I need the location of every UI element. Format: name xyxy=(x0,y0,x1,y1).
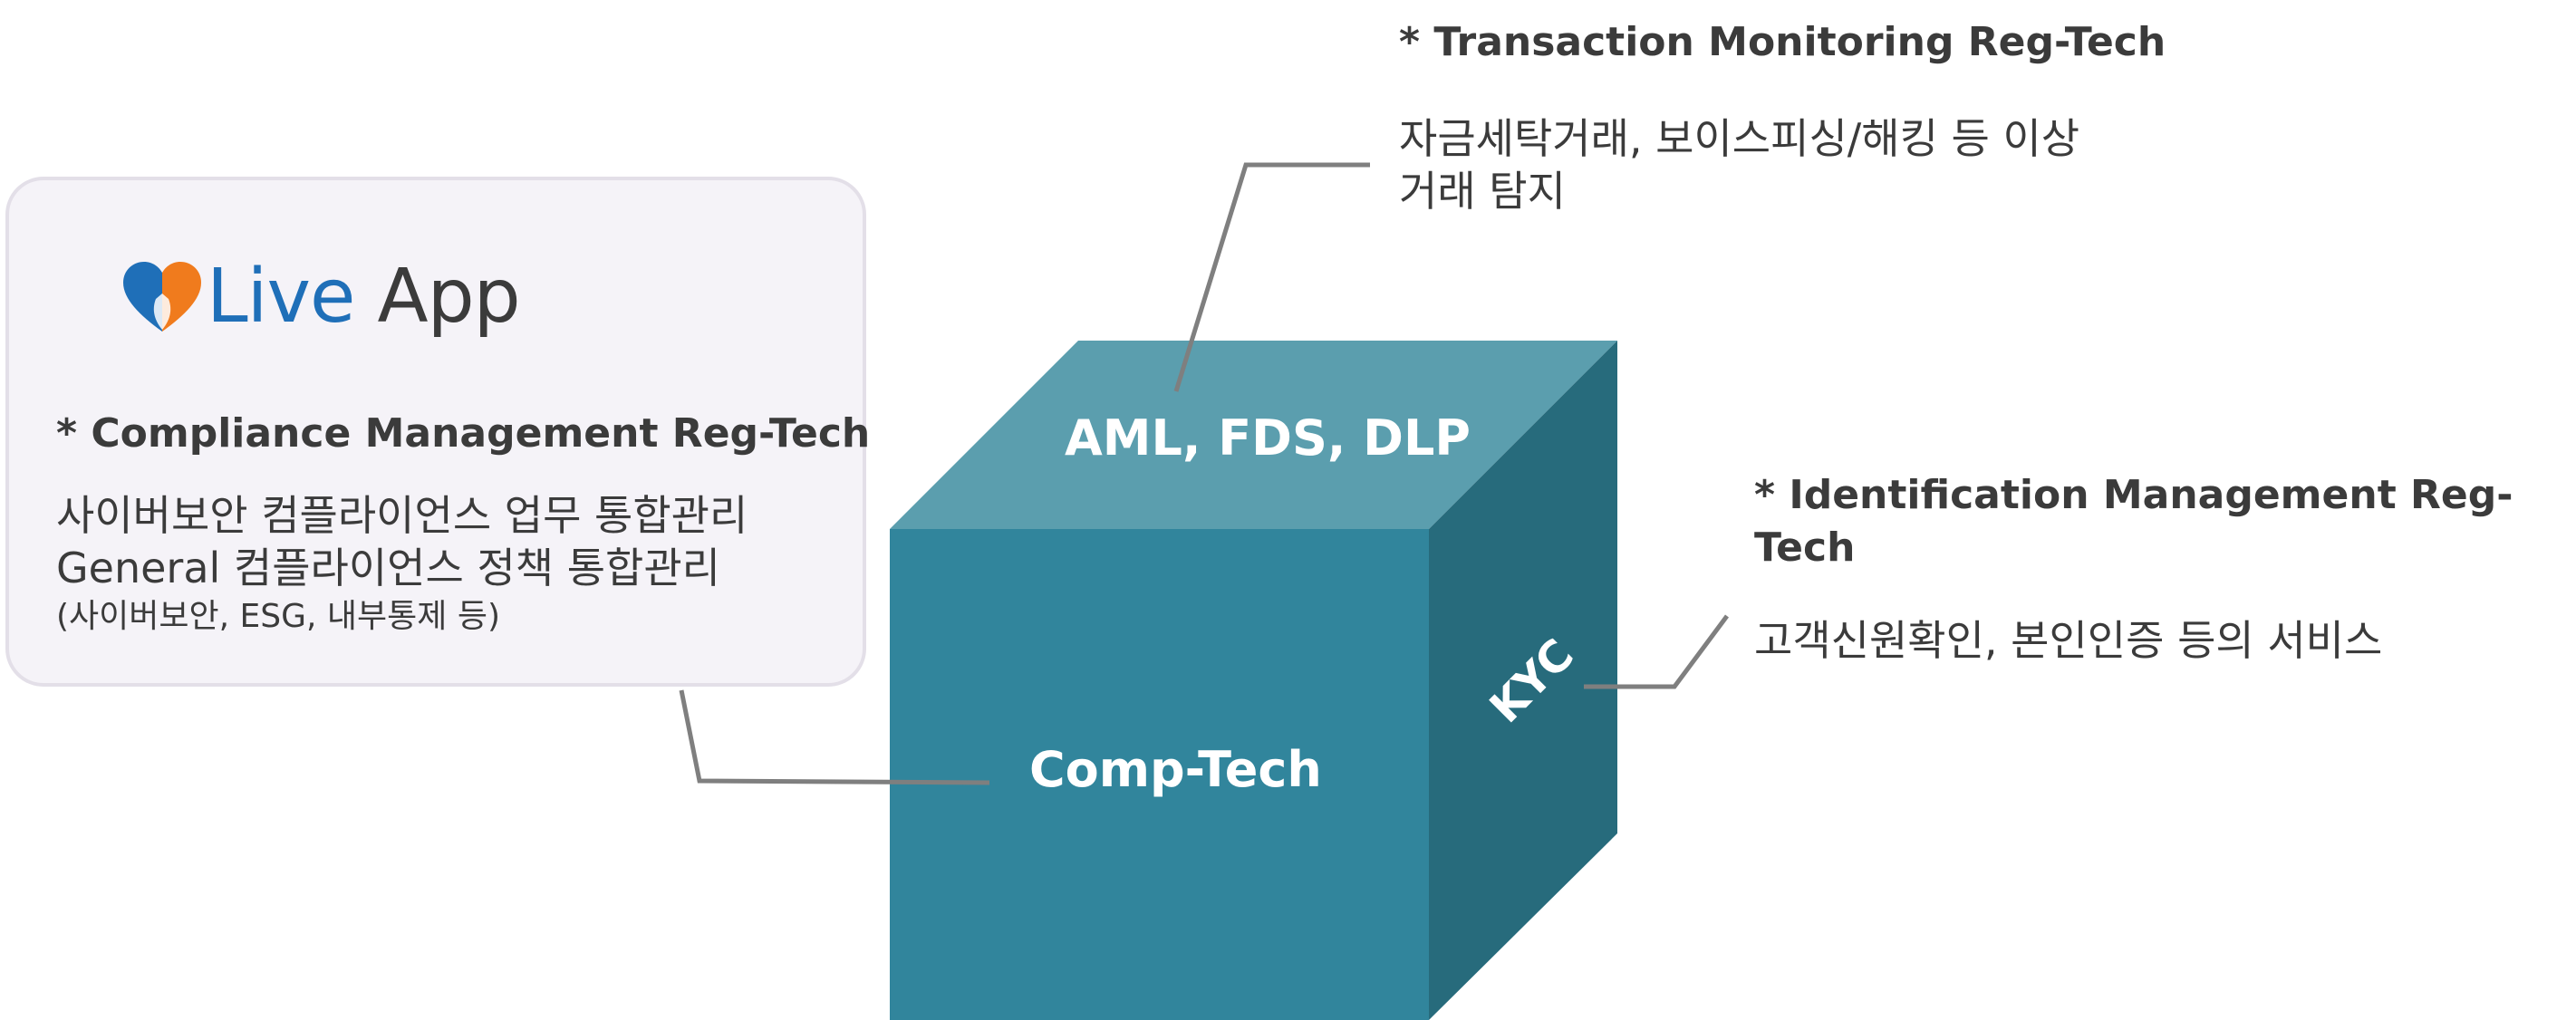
cube-side-face xyxy=(1429,341,1617,1020)
connector-compliance xyxy=(679,689,990,785)
cube-front-face xyxy=(890,529,1429,1020)
connector-identification xyxy=(1584,614,1730,689)
compliance-note: (사이버보안, ESG, 내부통제 등) xyxy=(56,598,501,635)
identification-description: 고객신원확인, 본인인증 등의 서비스 xyxy=(1754,616,2383,665)
compliance-heading: * Compliance Management Reg-Tech xyxy=(56,410,871,457)
identification-heading-line: * Identification Management Reg- xyxy=(1754,472,2513,518)
transaction-heading: * Transaction Monitoring Reg-Tech xyxy=(1399,19,2166,65)
compliance-description: 사이버보안 컴플라이언스 업무 통합관리 General 컴플라이언스 정책 통… xyxy=(56,489,748,640)
logo-wordmark: Live App xyxy=(207,260,521,334)
identification-heading: * Identification Management Reg- Tech xyxy=(1754,469,2513,574)
transaction-line: 거래 탐지 xyxy=(1399,167,1566,216)
transaction-description: 자금세탁거래, 보이스피싱/해킹 등 이상 거래 탐지 xyxy=(1399,112,2079,217)
cube-top-face xyxy=(890,341,1617,529)
logo-app-text: App xyxy=(377,254,521,340)
transaction-line: 자금세탁거래, 보이스피싱/해킹 등 이상 xyxy=(1399,114,2080,163)
compliance-line: General 컴플라이언스 정책 통합관리 xyxy=(56,544,720,592)
connector-transaction xyxy=(1173,162,1370,392)
cube-front-label: Comp-Tech xyxy=(1029,741,1322,798)
live-app-logo: Live App xyxy=(120,252,521,342)
compliance-card xyxy=(5,177,866,687)
heart-logo-icon xyxy=(123,262,201,332)
logo-live-text: Live xyxy=(207,254,355,340)
cube-top-label: AML, FDS, DLP xyxy=(1065,409,1471,467)
compliance-line: 사이버보안 컴플라이언스 업무 통합관리 xyxy=(56,491,748,540)
identification-heading-line: Tech xyxy=(1754,524,1856,571)
